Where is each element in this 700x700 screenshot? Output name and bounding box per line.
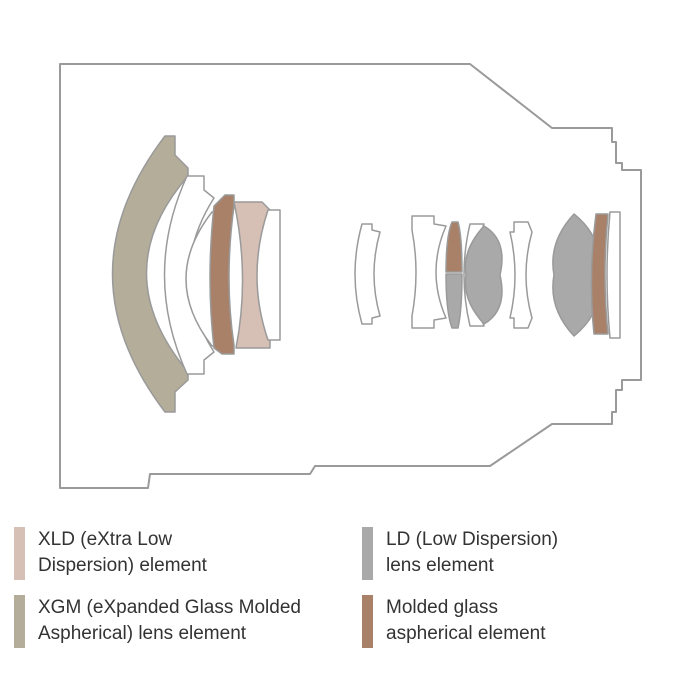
element-11-ld: [464, 225, 503, 325]
element-15: [606, 211, 621, 339]
legend-label-xgm: XGM (eXpanded Glass Molded Aspherical) l…: [38, 597, 301, 644]
legend-label-molded: Molded glass aspherical element: [386, 597, 546, 644]
element-1-xgm: [111, 135, 189, 413]
lens-diagram: [59, 63, 642, 489]
element-4-molded: [209, 194, 235, 355]
element-9-molded: [445, 221, 463, 273]
element-14-molded: [590, 213, 609, 335]
element-3: [185, 211, 216, 347]
element-9-ld: [445, 273, 463, 329]
element-12: [509, 221, 533, 329]
legend-swatch-xgm: [14, 595, 25, 648]
legend-item-molded: Molded glass aspherical element: [362, 595, 545, 648]
legend-swatch-xld: [14, 527, 25, 580]
legend-label-ld: LD (Low Dispersion) lens element: [386, 529, 559, 576]
legend-swatch-ld: [362, 527, 373, 580]
element-8: [411, 215, 447, 329]
element-7: [354, 223, 381, 325]
legend-swatch-molded: [362, 595, 373, 648]
legend-item-xgm: XGM (eXpanded Glass Molded Aspherical) l…: [14, 595, 301, 648]
legend-item-ld: LD (Low Dispersion) lens element: [362, 527, 558, 580]
barrel-outline: [59, 63, 642, 489]
legend-item-xld: XLD (eXtra Low Dispersion) element: [14, 527, 207, 580]
legend-label-xld: XLD (eXtra Low Dispersion) element: [38, 529, 207, 576]
element-6: [256, 209, 281, 341]
